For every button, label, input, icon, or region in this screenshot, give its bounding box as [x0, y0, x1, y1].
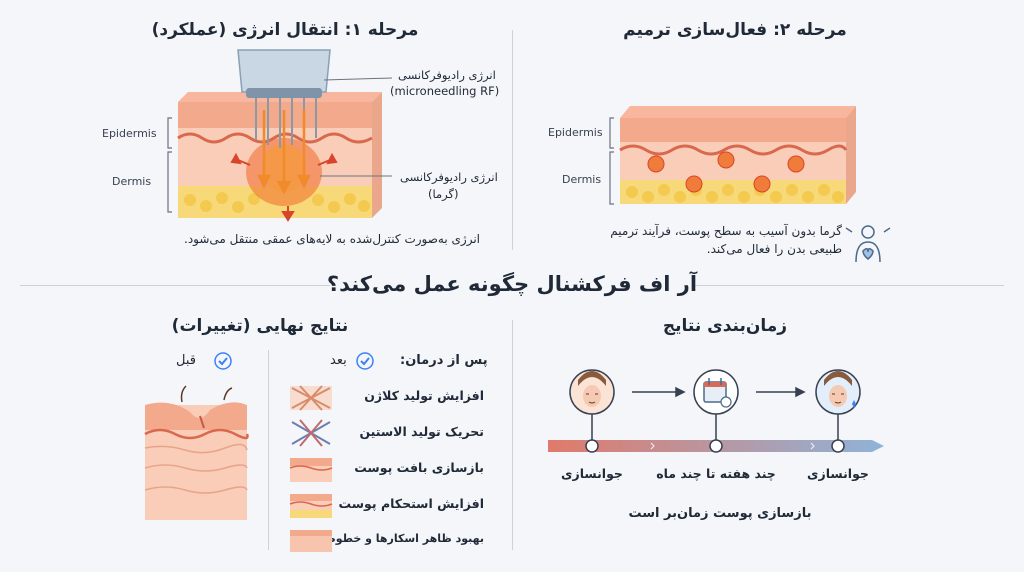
after-treatment-label: پس از درمان: — [400, 353, 488, 368]
repair-spots — [647, 151, 805, 193]
body-icon — [845, 225, 891, 263]
timeline-label-middle: چند هفته تا چند ماه — [656, 466, 776, 481]
stage2-caption-line2: طبیعی بدن را فعال می‌کند. — [706, 242, 842, 256]
energy-arrows — [256, 110, 312, 195]
stage1-fat-cells — [184, 192, 370, 213]
timeline-title: زمان‌بندی نتایج — [662, 316, 788, 336]
stage2-caption-line1: گرما بدون آسیب به سطح پوست، فرآیند ترمیم — [610, 224, 842, 238]
face-icon-glow — [815, 369, 861, 415]
timeline-label-end: جوانسازی — [807, 466, 869, 481]
vertical-divider-bottom — [512, 320, 513, 550]
stage1-heat-sub: (گرما) — [428, 187, 459, 201]
stage2-dermis-label: Dermis — [562, 173, 602, 186]
timeline-label-start: جوانسازی — [561, 466, 623, 481]
after-label: بعد — [330, 353, 347, 368]
stage2-skin-block — [619, 106, 856, 204]
elastin-icon — [291, 419, 331, 447]
firmness-icon — [289, 494, 333, 518]
arrow-right-icon — [632, 386, 806, 398]
stage1-rf-label: انرژی رادیوفرکانسی — [398, 68, 496, 82]
stage1-epidermis-layer — [178, 102, 372, 128]
scar-improve-icon — [290, 530, 332, 552]
stage1-rf-sub: (microneedling RF) — [390, 84, 500, 98]
result-item-texture: بازسازی بافت پوست — [354, 460, 484, 475]
calendar-icon — [693, 369, 739, 415]
results-title: نتایج نهایی (تغییرات) — [171, 316, 349, 336]
before-check — [214, 352, 232, 370]
check-icon — [360, 357, 370, 366]
stage2-layer-brackets — [609, 117, 614, 205]
results-divider — [268, 350, 269, 550]
stage1-leaders — [320, 77, 393, 177]
result-item-firmness: افزایش استحکام پوست — [338, 496, 484, 511]
texture-icon — [289, 458, 333, 482]
horizontal-divider-right — [694, 285, 1004, 286]
before-label: قبل — [176, 353, 196, 368]
stage1-heat-label: انرژی رادیوفرکانسی — [400, 170, 498, 184]
probe-icon — [237, 49, 331, 148]
timeline-marker-3 — [831, 412, 845, 453]
result-item-elastin: تحریک تولید الاستین — [359, 424, 484, 439]
main-title: آر اف فرکشنال چگونه عمل می‌کند؟ — [326, 272, 698, 296]
timeline-marker-2 — [709, 412, 723, 453]
stage2-epidermis-label: Epidermis — [548, 126, 603, 139]
check-icon — [218, 357, 228, 366]
heat-spread-arrows — [230, 152, 338, 222]
vertical-divider-top — [512, 30, 513, 250]
result-item-scars: بهبود ظاهر اسکارها و خطوط — [324, 532, 484, 545]
after-check — [356, 352, 374, 370]
timeline-marker-1 — [585, 412, 599, 453]
stage1-title: مرحله ۱: انتقال انرژی (عملکرد) — [151, 20, 419, 40]
timeline-caption: بازسازی پوست زمان‌بر است — [628, 506, 812, 521]
stage1-layer-brackets — [167, 117, 172, 213]
horizontal-divider-left — [20, 285, 330, 286]
stage2-epidermis-layer — [620, 118, 846, 142]
stage1-wavy-line — [177, 132, 373, 144]
collagen-icon — [290, 385, 332, 411]
stage2-title: مرحله ۲: فعال‌سازی ترمیم — [623, 20, 847, 40]
stage1-epidermis-label: Epidermis — [102, 127, 157, 140]
face-icon — [569, 369, 615, 415]
result-item-collagen: افزایش تولید کلاژن — [364, 388, 484, 403]
stage1-caption: انرژی به‌صورت کنترل‌شده به لایه‌های عمقی… — [184, 232, 480, 246]
stage1-skin-side — [372, 92, 382, 218]
stage1-dermis-label: Dermis — [112, 175, 152, 188]
